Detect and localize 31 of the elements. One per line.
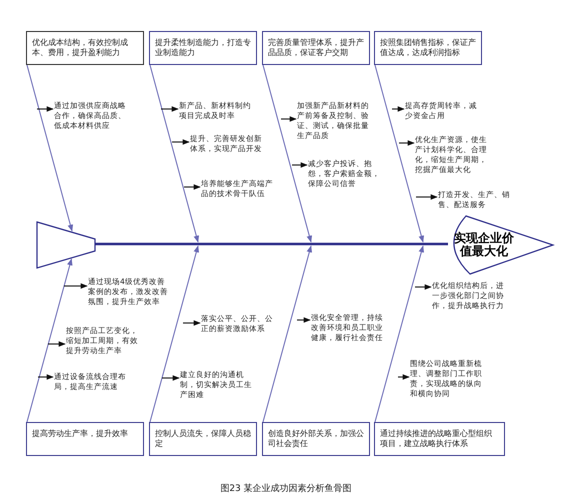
fish-tail [37,222,95,268]
category-box: 完善质量管理体系，提升产品品质，保证客户交期 [262,31,370,65]
arrow [64,283,88,289]
arrow [292,162,308,168]
arrow [184,184,201,190]
bone-arrow [26,258,72,422]
caption: 图23 某企业成功因素分析鱼骨图 [220,484,352,494]
bone-arrow [26,64,74,232]
arrow [392,106,405,112]
arrow [162,375,180,381]
arrow [398,374,410,380]
head-text: 实现企业价值最大化 [454,232,514,258]
category-box: 提升柔性制造能力，打造专业制造能力 [149,31,257,65]
arrow [416,194,438,200]
arrow [182,320,201,326]
category-box: 优化成本结构，有效控制成本、费用，提升盈利能力 [26,31,144,65]
category-box: 提高劳动生产率，提升效率 [26,422,144,456]
arrow [414,284,432,290]
category-box: 按照集团销售指标，保证产值达成，达成利润指标 [374,31,482,65]
category-box: 创造良好外部关系，加强公司社会责任 [262,422,370,456]
category-box: 控制人员流失，保障人员稳定 [149,422,257,456]
arrow [48,341,66,347]
spine-line [95,242,448,246]
arrow [172,139,190,145]
arrow [296,317,311,323]
arrow [280,116,297,122]
arrow [36,106,54,112]
arrow [38,374,54,380]
arrow [160,106,179,112]
category-box: 通过持续推进的战略重心型组织项目，建立战略执行体系 [374,422,505,456]
arrow [398,140,415,146]
